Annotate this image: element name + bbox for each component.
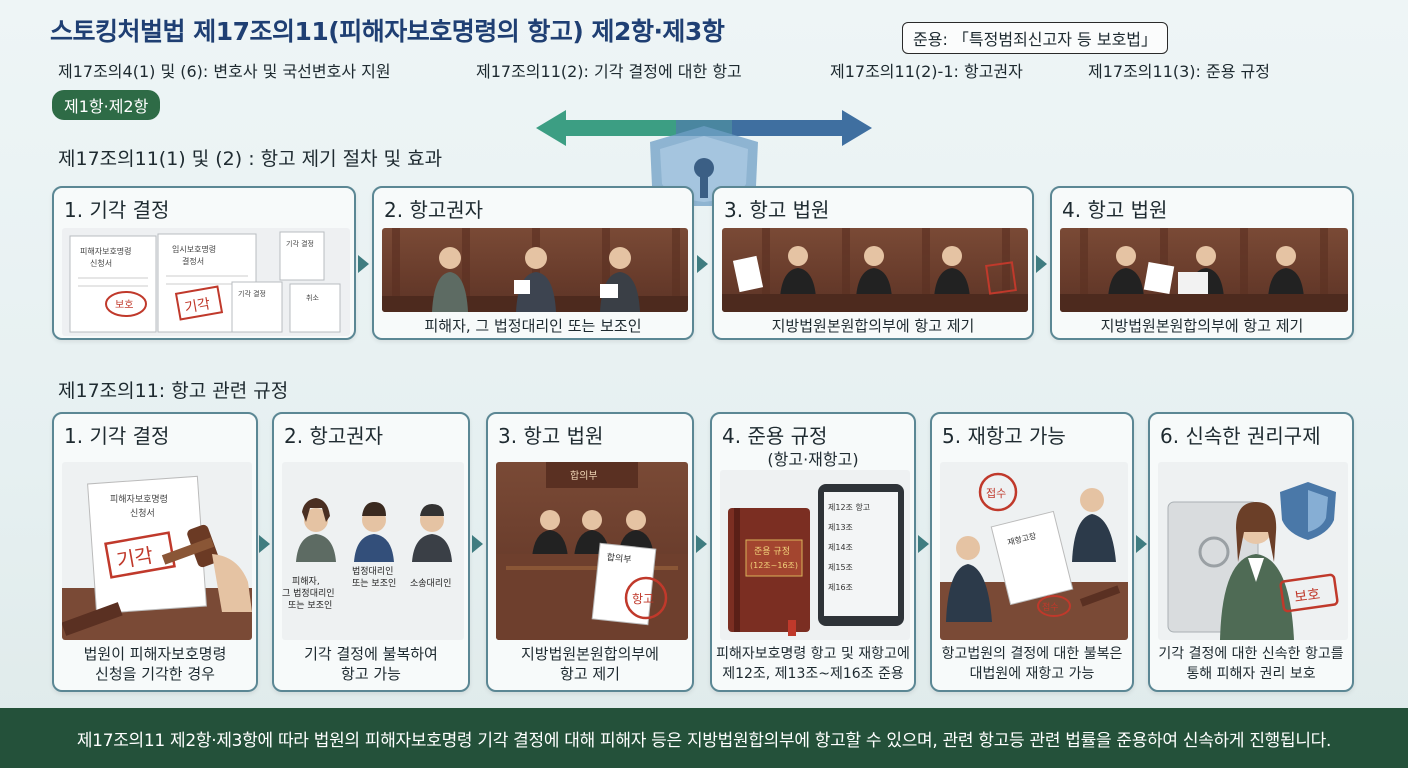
documents-illustration: 피해자보호명령 신청서 보호 임시보호명령 결정서 기각 기각 결정 기각 결정…	[62, 228, 350, 336]
s2-card-dismissal: 1. 기각 결정 피해자보호명령 신청서 기각 법원이 피해자보호명령 신청을 …	[52, 412, 258, 692]
subtitle-item: 제17조의11(2)-1: 항고권자	[830, 62, 1023, 81]
svg-text:보호: 보호	[1293, 587, 1321, 606]
section-pill: 제1항·제2항	[52, 90, 161, 120]
card-title: 1. 기각 결정	[64, 198, 170, 222]
svg-text:또는 보조인: 또는 보조인	[288, 600, 332, 611]
judges-illustration	[722, 228, 1028, 312]
card-caption: 지방법원본원합의부에 항고 제기	[1100, 317, 1304, 335]
svg-text:제15조: 제15조	[828, 563, 853, 572]
flow-arrow-icon	[697, 255, 708, 273]
svg-text:임시보호명령: 임시보호명령	[172, 244, 216, 254]
card-caption: 지방법원본원합의부에 항고 제기	[771, 317, 975, 335]
card-caption: 피해자, 그 법정대리인 또는 보조인	[424, 317, 642, 335]
svg-text:제13조: 제13조	[828, 523, 853, 532]
book-tablet-illustration: 준용 규정 (12조~16조) 제12조 항고 제13조 제14조 제15조 제…	[720, 470, 910, 640]
svg-text:소송대리인: 소송대리인	[410, 578, 451, 589]
tablet-icon: 제12조 항고 제13조 제14조 제15조 제16조	[818, 484, 904, 626]
svg-text:그 법정대리인: 그 법정대리인	[282, 588, 335, 599]
svg-text:신청서: 신청서	[90, 259, 112, 268]
re-appeal-illustration: 재항고장 접수 접수	[940, 462, 1128, 640]
flow-arrow-icon	[358, 255, 369, 273]
card-title: 1. 기각 결정	[64, 424, 170, 448]
subtitle-item: 제17조의4(1) 및 (6): 변호사 및 국선변호사 지원	[58, 62, 391, 81]
apply-note: 준용: 「특정범죄신고자 등 보호법」	[902, 22, 1169, 54]
card-caption: 항고법원의 결정에 대한 불복은 대법원에 재항고 가능	[941, 646, 1123, 682]
s1-card-court: 3. 항고 법원 지방법원본원합의부에 항고 제기	[712, 186, 1034, 340]
svg-text:제16조: 제16조	[828, 583, 853, 592]
panel-court-illustration: 합의부 합의부 항고	[496, 462, 688, 640]
protection-illustration: 보호	[1158, 462, 1348, 640]
flow-arrow-icon	[696, 535, 707, 553]
svg-text:제14조: 제14조	[828, 543, 853, 552]
subtitle-item: 제17조의11(3): 준용 규정	[1088, 62, 1270, 81]
card-caption: 피해자보호명령 항고 및 재항고에 제12조, 제13조~제16조 준용	[716, 646, 910, 682]
flow-arrow-icon	[1036, 255, 1047, 273]
flow-arrow-icon	[918, 535, 929, 553]
gavel-icon	[1079, 585, 1121, 607]
svg-text:항고: 항고	[632, 592, 654, 606]
svg-text:(12조~16조): (12조~16조)	[750, 561, 798, 570]
footer-summary: 제17조의11 제2항·제3항에 따라 법원의 피해자보호명령 기각 결정에 대…	[0, 708, 1408, 768]
card-title: 3. 항고 법원	[498, 424, 604, 448]
svg-text:피해자,: 피해자,	[292, 576, 320, 587]
card-title: 4. 항고 법원	[1062, 198, 1168, 222]
stamp-icon	[985, 261, 1017, 295]
svg-text:결정서: 결정서	[182, 256, 204, 266]
svg-text:기각 결정: 기각 결정	[286, 239, 314, 248]
svg-text:합의부: 합의부	[570, 470, 598, 482]
card-title: 5. 재항고 가능	[942, 424, 1066, 448]
s2-card-appellant: 2. 항고권자 피해자, 그 법정대리인 또는 보조인 법정대리인 또는 보조인…	[272, 412, 470, 692]
flow-arrow-icon	[1136, 535, 1147, 553]
svg-text:보호: 보호	[115, 299, 133, 311]
section1-title: 제17조의11(1) 및 (2) : 항고 제기 절차 및 효과	[58, 148, 443, 170]
flow-arrow-icon	[259, 535, 270, 553]
stamp-icon	[978, 472, 1018, 512]
svg-text:또는 보조인: 또는 보조인	[352, 578, 396, 589]
svg-text:준용 규정: 준용 규정	[754, 546, 790, 557]
svg-text:기각 결정: 기각 결정	[238, 289, 266, 298]
card-caption: 지방법원본원합의부에 항고 제기	[520, 645, 659, 683]
card-caption: 기각 결정에 대한 신속한 항고를 통해 피해자 권리 보호	[1158, 646, 1344, 682]
card-title: 2. 항고권자	[384, 198, 484, 222]
svg-text:법정대리인: 법정대리인	[352, 566, 393, 577]
svg-text:피해자보호명령: 피해자보호명령	[110, 493, 168, 505]
svg-text:접수: 접수	[986, 487, 1006, 500]
card-title: 4. 준용 규정	[722, 424, 828, 448]
stamp-icon	[1279, 573, 1339, 613]
gavel-document-illustration: 피해자보호명령 신청서 기각	[62, 462, 252, 640]
svg-text:피해자보호명령: 피해자보호명령	[80, 246, 132, 256]
s2-card-applied-rules: 4. 준용 규정 (항고·재항고) 준용 규정 (12조~16조) 제12조 항…	[710, 412, 916, 692]
svg-text:기각: 기각	[183, 296, 211, 316]
s2-card-swift-relief: 6. 신속한 권리구제 보호 기각 결정에 대한 신속한 항고를 통해 피해자 …	[1148, 412, 1354, 692]
s1-card-appellant: 2. 항고권자 피해자, 그 법정대리인 또는 보조인	[372, 186, 694, 340]
svg-text:취소: 취소	[306, 294, 319, 302]
shield-icon	[1280, 482, 1336, 540]
stamp-icon	[105, 291, 147, 317]
appellants-illustration: 피해자, 그 법정대리인 또는 보조인 법정대리인 또는 보조인 소송대리인	[282, 462, 464, 640]
s2-card-court: 3. 항고 법원 합의부 합의부 항고 지방법원본원합의부에 항고 제기	[486, 412, 694, 692]
svg-text:신청서: 신청서	[130, 508, 155, 519]
svg-text:합의부: 합의부	[606, 552, 632, 566]
gavel-icon	[62, 524, 252, 636]
card-caption: 기각 결정에 불복하여 항고 가능	[304, 645, 438, 683]
section2-title: 제17조의11: 항고 관련 규정	[58, 380, 289, 402]
subtitle-item: 제17조의11(2): 기각 결정에 대한 항고	[476, 62, 742, 81]
s2-card-re-appeal: 5. 재항고 가능 재항고장 접수 접수 항고법원의 결정에 대한 불복은 대법…	[930, 412, 1134, 692]
stamp-icon	[104, 531, 176, 579]
appellants-illustration	[382, 228, 688, 312]
card-title: 3. 항고 법원	[724, 198, 830, 222]
svg-text:제12조 항고: 제12조 항고	[828, 503, 870, 512]
stamp-icon	[624, 576, 668, 620]
judges-illustration	[1060, 228, 1348, 312]
card-title: 6. 신속한 권리구제	[1160, 424, 1321, 448]
book-icon: 준용 규정 (12조~16조)	[728, 508, 810, 636]
card-subtitle: (항고·재항고)	[767, 450, 859, 469]
card-title: 2. 항고권자	[284, 424, 384, 448]
page-title: 스토킹처벌법 제17조의11(피해자보호명령의 항고) 제2항·제3항	[50, 17, 725, 46]
card-caption: 법원이 피해자보호명령 신청을 기각한 경우	[83, 645, 227, 683]
svg-text:접수: 접수	[1042, 601, 1059, 613]
flow-arrow-icon	[472, 535, 483, 553]
s1-card-dismissal: 1. 기각 결정 피해자보호명령 신청서 보호 임시보호명령 결정서 기각 기각…	[52, 186, 356, 340]
s1-card-court-2: 4. 항고 법원 지방법원본원합의부에 항고 제기	[1050, 186, 1354, 340]
